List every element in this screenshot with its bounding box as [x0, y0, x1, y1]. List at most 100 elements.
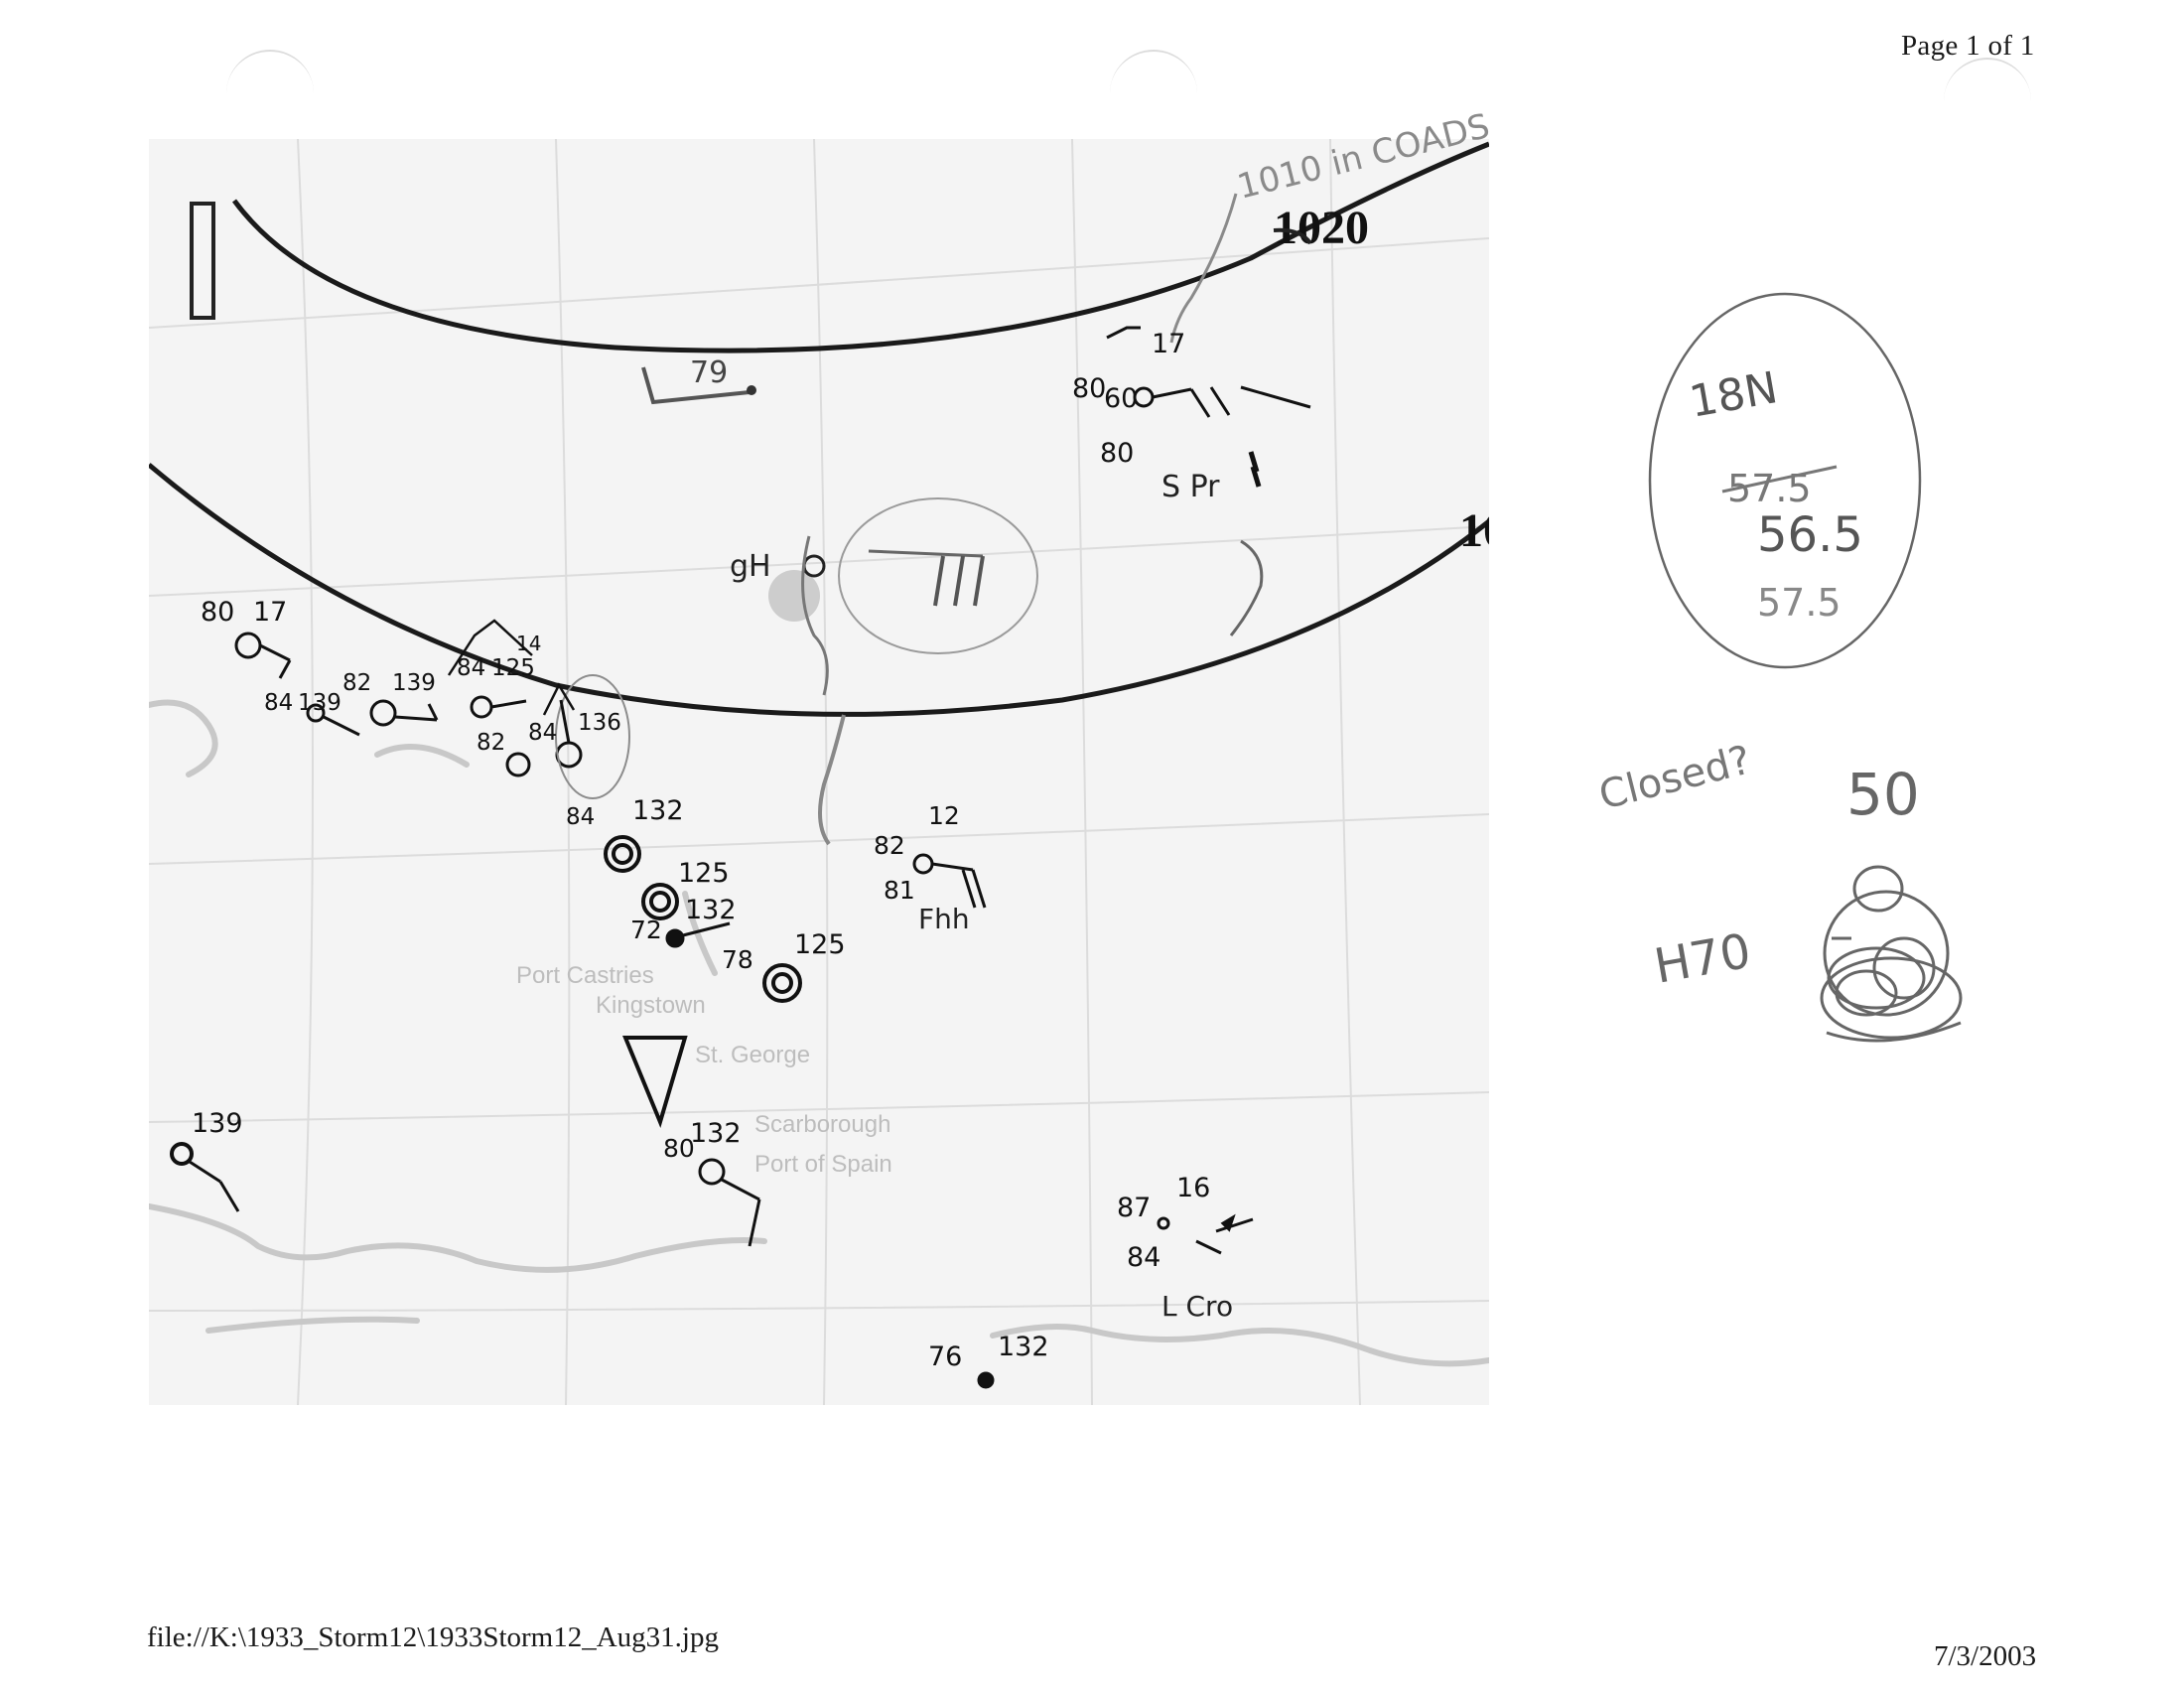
- svg-text:132: 132: [690, 1118, 742, 1149]
- parallel-line: [149, 813, 1489, 865]
- storm-ellipse: [838, 497, 1038, 654]
- annotation-spr: S Pr: [1161, 470, 1220, 504]
- note-h70: H70: [1650, 923, 1754, 995]
- svg-text:80: 80: [663, 1134, 695, 1163]
- coastline-south: [149, 1203, 767, 1273]
- station-plot: [542, 674, 630, 799]
- footer-file-path: file://K:\1933_Storm12\1933Storm12_Aug31…: [147, 1622, 719, 1653]
- storm-track: [818, 714, 846, 846]
- place-label: Port of Spain: [754, 1151, 892, 1178]
- scribble: [1820, 865, 1963, 1043]
- svg-text:136: 136: [578, 710, 621, 736]
- note-closed: Closed?: [1594, 737, 1755, 818]
- station-plot: [977, 1371, 995, 1389]
- svg-text:125: 125: [678, 858, 730, 889]
- station-plot: [505, 752, 531, 777]
- svg-text:125: 125: [491, 655, 535, 681]
- station-values: 80 17 60 80 80 17 84 139 82 139 84 125 1…: [192, 329, 1210, 1372]
- annotation-fhh: Fhh: [918, 903, 970, 935]
- punch-hole: [226, 50, 314, 95]
- isobar-label-10: 10: [1459, 504, 1507, 557]
- svg-text:16: 16: [1176, 1173, 1210, 1203]
- punch-hole: [1110, 50, 1197, 95]
- svg-text:81: 81: [884, 876, 915, 905]
- station-plot: [1157, 1213, 1254, 1255]
- marker-bar: [190, 202, 215, 320]
- svg-text:17: 17: [253, 597, 287, 628]
- place-label: Kingstown: [596, 992, 706, 1019]
- svg-text:132: 132: [998, 1332, 1049, 1362]
- isobar-1020: [231, 141, 1489, 353]
- svg-text:82: 82: [874, 831, 905, 860]
- svg-text:80: 80: [201, 597, 234, 628]
- station-plot: [604, 835, 641, 873]
- svg-text:17: 17: [1152, 329, 1185, 359]
- station-plot: [234, 632, 292, 679]
- coastline-west: [205, 1316, 420, 1334]
- parallel-line: [149, 1091, 1489, 1123]
- station-plot: [1106, 326, 1311, 488]
- coastline-island: [682, 891, 718, 976]
- annotation-arrow: [1169, 193, 1238, 344]
- meridian-line: [555, 139, 571, 1405]
- parallel-line: [149, 237, 1489, 329]
- place-label: St. George: [695, 1042, 810, 1068]
- svg-text:125: 125: [794, 929, 846, 960]
- station-79: 79: [641, 355, 756, 405]
- svg-text:139: 139: [392, 670, 436, 696]
- station-plot: [447, 619, 533, 719]
- svg-text:84: 84: [264, 690, 293, 716]
- parallel-line: [149, 525, 1489, 597]
- note-latitude: 18N: [1686, 362, 1781, 428]
- svg-text:79: 79: [690, 355, 728, 390]
- svg-text:139: 139: [192, 1108, 243, 1139]
- svg-text:139: 139: [298, 690, 341, 716]
- coastline: [149, 699, 1489, 1367]
- parallel-line: [149, 1300, 1489, 1312]
- station-plot: [762, 963, 802, 1003]
- station-plot: [369, 699, 439, 727]
- svg-text:72: 72: [630, 916, 662, 944]
- coastline-island: [149, 699, 218, 777]
- svg-text:80: 80: [1072, 373, 1106, 404]
- svg-text:84: 84: [457, 655, 485, 681]
- storm-center: [768, 497, 1264, 846]
- isobar-10: [149, 463, 1489, 717]
- isobars: [149, 141, 1489, 717]
- place-label: Scarborough: [754, 1111, 890, 1138]
- meridian-line: [1071, 139, 1093, 1405]
- coastline-south-east: [990, 1324, 1489, 1367]
- svg-text:132: 132: [632, 795, 684, 826]
- page-header: Page 1 of 1: [1901, 30, 2035, 62]
- note-longitude: 57.5: [1757, 581, 1842, 625]
- station-plot: [170, 1142, 240, 1212]
- station-plot: [698, 1158, 761, 1247]
- station-plots: [170, 326, 1311, 1389]
- svg-text:82: 82: [342, 670, 371, 696]
- svg-text:76: 76: [928, 1341, 962, 1372]
- svg-text:84: 84: [528, 720, 557, 746]
- svg-text:80: 80: [1100, 438, 1134, 469]
- coastline-island: [374, 744, 470, 768]
- svg-text:12: 12: [928, 801, 960, 830]
- note-fifty: 50: [1846, 761, 1920, 828]
- svg-text:132: 132: [685, 895, 737, 925]
- annotation-gh: gH: [730, 549, 771, 584]
- margin-circle: [1648, 292, 1922, 669]
- place-label: Port Castries: [516, 962, 654, 989]
- svg-text:78: 78: [722, 945, 753, 974]
- footer-date: 7/3/2003: [1934, 1640, 2037, 1672]
- svg-text:84: 84: [566, 804, 595, 830]
- isobar-label-1020: 1020: [1274, 202, 1369, 254]
- svg-text:14: 14: [516, 632, 541, 655]
- meridian-line: [1329, 139, 1361, 1405]
- station-plot: [912, 853, 987, 909]
- place-labels: Port of Spain Port Castries Kingstown St…: [516, 962, 892, 1178]
- meridian-line: [297, 139, 314, 1405]
- triangle-symbol: [622, 1036, 688, 1129]
- question-mark: [1229, 539, 1264, 636]
- station-plot: [641, 883, 679, 920]
- station-plot: [665, 921, 731, 948]
- annotation-lcro: L Cro: [1161, 1290, 1233, 1323]
